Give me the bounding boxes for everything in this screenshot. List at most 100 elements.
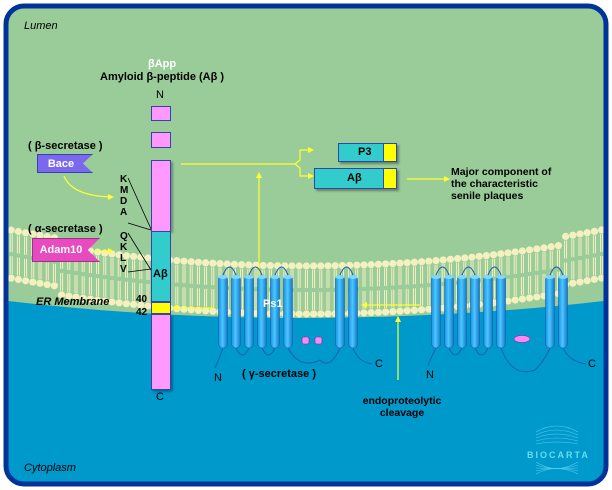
lipid-head [101,297,109,305]
lipid-head [418,258,426,266]
outcome-line-3: senile plaques [451,190,524,202]
lipid-head [590,275,599,283]
lipid-head [137,301,145,309]
endoproteolytic-line-2: cleavage [379,407,425,419]
lipid-head [497,250,505,258]
a-connector [127,222,152,231]
lipid-head [360,261,368,269]
ps1-b-loop-link [500,347,551,373]
lipid-head [130,300,138,309]
ps1-b-helix-cap [431,275,441,279]
abeta-domain-label: Aβ [153,268,168,280]
lipid-head [7,274,15,282]
lipid-head [526,294,534,302]
beta-residue: K [120,174,128,185]
lipid-head [302,262,310,270]
lipid-head [36,231,44,239]
cleavage-fragment [513,335,531,343]
gamma-secretase-label: ( γ-secretase ) [242,368,316,380]
lipid-head [418,306,426,314]
ps1-a-helix [244,274,254,349]
ps1-a-loop [248,266,263,276]
ps1-a-c-helix [335,274,345,349]
lipid-head [583,277,591,285]
beta-residue: M [120,185,129,196]
lumen-label: Lumen [24,20,58,32]
lipid-head [324,310,332,318]
lipid-head [518,247,527,255]
lipid-head [504,297,512,305]
lipid-head [266,261,274,270]
frame-border [3,3,609,487]
lipid-head [180,305,188,313]
p3-label: P3 [358,146,372,158]
lipid-head [576,278,584,286]
bace-arrow [63,175,113,198]
ps1-b-loop [461,266,476,276]
beta-secretase-label: ( β-secretase ) [28,140,103,152]
ps1-c-terminus: C [375,358,383,370]
lipid-head [410,258,418,266]
lipid-head [576,230,584,238]
lipid-head [202,259,210,267]
alpha-secretase-label: ( α-secretase ) [28,223,103,235]
gamma-arrowhead [172,305,178,311]
abeta-domain: Aβ [151,231,171,302]
ps1-loop-link [287,347,341,364]
ps1-b-loop [448,347,463,356]
ps1-b-c-helix-cap [545,275,555,279]
ps1-a-loop [261,347,276,356]
lipid-head [590,227,599,235]
lipid-head [94,296,102,304]
ps1-a-c-helix [348,274,358,349]
lipid-head [425,305,433,313]
ps1-b-helix-cap [496,275,506,279]
lipid-head [533,293,541,301]
lipid-head [29,278,37,286]
app-c-terminus: C [156,391,164,403]
ps1-helices [214,266,587,373]
lipid-head [569,231,577,239]
ps1-a-loop [222,266,237,276]
lipid-head [533,245,541,253]
lipid-head [202,307,210,315]
lipid-head [367,261,375,269]
lipid-head [410,306,418,314]
lipid-head [461,254,469,262]
plaque-outcome-text: Major component of the characteristic se… [451,166,551,202]
lipid-head [259,261,267,270]
ps1-b-c-tail [562,347,587,365]
lipid-head [122,300,130,308]
lipid-head [187,306,195,314]
lipid-head [475,252,483,260]
lipid-head [288,262,296,270]
lipid-head [511,248,519,256]
lipid-head [310,310,318,318]
alpha-residue: V [120,264,127,275]
logo-mesh [535,437,579,442]
bace-label: Bace [47,157,75,170]
alpha-residue: L [120,253,127,264]
endoproteolytic-label: endoproteolytic cleavage [352,395,452,419]
ps1-c-tail [352,347,373,365]
ps1-a-loop [274,266,289,276]
lipid-head [367,309,375,317]
lipid-head [180,257,188,265]
lipid-head [583,229,591,237]
lipid-head [122,252,130,260]
lipid-head [382,260,390,268]
ps1-b-c-loop [549,266,564,276]
biocarta-logo: BIOCARTA [527,450,590,460]
amyloid-title: Amyloid β-peptide (Aβ ) [100,71,225,83]
qklv-connector [127,232,152,271]
lipid-head [130,252,138,261]
abeta-product-tail [383,169,396,188]
ps1-b-helix [457,274,467,349]
lipid-head [79,294,87,302]
lipid-head [396,259,404,267]
lipid-head [144,254,152,262]
lipid-head [317,310,325,318]
bace-enzyme[interactable]: Bace [37,154,93,173]
lipid-head [295,262,303,270]
